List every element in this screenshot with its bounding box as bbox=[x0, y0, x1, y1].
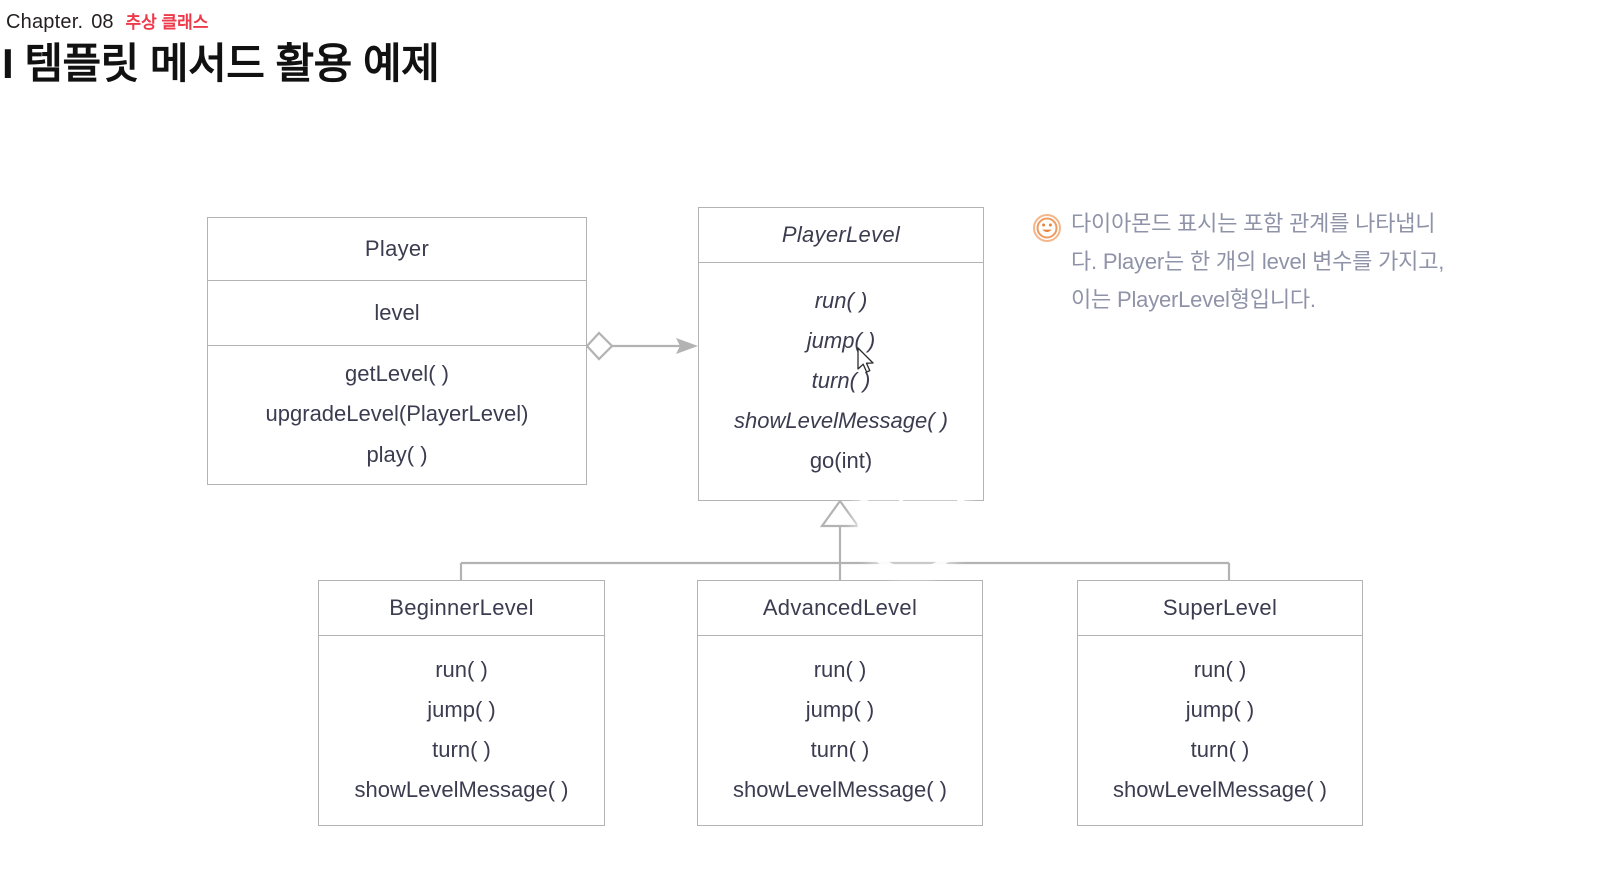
operation-turn: turn( ) bbox=[432, 737, 491, 762]
operation-upgradelevel: upgradeLevel(PlayerLevel) bbox=[265, 401, 529, 427]
class-name-superlevel: SuperLevel bbox=[1078, 581, 1362, 636]
play-button[interactable] bbox=[857, 464, 968, 575]
annotation-note: 다이아몬드 표시는 포함 관계를 나타냅니 다. Player는 한 개의 le… bbox=[1028, 205, 1528, 319]
chapter-topic: 추상 클래스 bbox=[125, 13, 209, 32]
smiley-face-icon bbox=[1033, 214, 1061, 242]
class-name-beginnerlevel: BeginnerLevel bbox=[319, 581, 604, 636]
operation-turn: turn( ) bbox=[810, 737, 870, 762]
uml-class-superlevel[interactable]: SuperLevel run( ) jump( ) turn( ) showLe… bbox=[1077, 580, 1363, 826]
annotation-line-3: 이는 PlayerLevel형입니다. bbox=[1071, 287, 1316, 312]
operation-run: run( ) bbox=[813, 656, 867, 682]
class-operations-player: getLevel( ) upgradeLevel(PlayerLevel) pl… bbox=[208, 346, 586, 483]
operation-showlevelmessage: showLevelMessage( ) bbox=[1113, 777, 1327, 803]
operation-getlevel: getLevel( ) bbox=[345, 361, 449, 387]
operation-showlevelmessage: showLevelMessage( ) bbox=[734, 408, 948, 434]
aggregation-arrowhead bbox=[676, 338, 698, 354]
operation-jump: jump( ) bbox=[427, 696, 496, 722]
annotation-line-2: 다. Player는 한 개의 level 변수를 가지고, bbox=[1071, 249, 1445, 274]
class-operations-advancedlevel: run( ) jump( ) turn( ) showLevelMessage(… bbox=[698, 636, 982, 824]
mouse-cursor bbox=[857, 347, 874, 373]
operation-run: run( ) bbox=[814, 287, 868, 313]
operation-play: play( ) bbox=[366, 441, 428, 467]
class-name-advancedlevel: AdvancedLevel bbox=[698, 581, 982, 636]
operation-jump: jump( ) bbox=[805, 696, 875, 722]
attribute-level: level bbox=[374, 300, 420, 325]
operation-showlevelmessage: showLevelMessage( ) bbox=[354, 777, 569, 803]
uml-class-player[interactable]: Player level getLevel( ) upgradeLevel(Pl… bbox=[207, 217, 587, 485]
operation-turn: turn( ) bbox=[811, 367, 871, 393]
annotation-line-1: 다이아몬드 표시는 포함 관계를 나타냅니 bbox=[1071, 211, 1436, 236]
class-name-player: Player bbox=[208, 218, 586, 281]
class-operations-beginnerlevel: run( ) jump( ) turn( ) showLevelMessage(… bbox=[319, 636, 604, 824]
operation-jump: jump( ) bbox=[806, 327, 876, 353]
operation-go: go(int) bbox=[809, 448, 873, 474]
operation-jump: jump( ) bbox=[1185, 696, 1255, 722]
chapter-line: Chapter. 08 추상 클래스 bbox=[6, 12, 208, 32]
operation-run: run( ) bbox=[435, 656, 488, 682]
uml-class-playerlevel[interactable]: PlayerLevel run( ) jump( ) turn( ) showL… bbox=[698, 207, 984, 501]
page-title: I 템플릿 메서드 활용 예제 bbox=[2, 40, 440, 87]
operation-showlevelmessage: showLevelMessage( ) bbox=[733, 777, 947, 803]
uml-class-beginnerlevel[interactable]: BeginnerLevel run( ) jump( ) turn( ) sho… bbox=[318, 580, 605, 826]
play-triangle-icon bbox=[898, 497, 935, 542]
class-operations-superlevel: run( ) jump( ) turn( ) showLevelMessage(… bbox=[1078, 636, 1362, 824]
class-attributes-player: level bbox=[208, 281, 586, 346]
operation-turn: turn( ) bbox=[1190, 737, 1250, 762]
uml-class-advancedlevel[interactable]: AdvancedLevel run( ) jump( ) turn( ) sho… bbox=[697, 580, 983, 826]
annotation-text: 다이아몬드 표시는 포함 관계를 나타냅니 다. Player는 한 개의 le… bbox=[1028, 205, 1528, 319]
chapter-label: Chapter. bbox=[6, 11, 84, 33]
chapter-number: 08 bbox=[91, 11, 114, 33]
generalization-triangle bbox=[819, 499, 861, 528]
class-operations-playerlevel: run( ) jump( ) turn( ) showLevelMessage(… bbox=[699, 263, 983, 499]
operation-run: run( ) bbox=[1193, 656, 1247, 682]
aggregation-diamond bbox=[585, 331, 614, 361]
class-name-playerlevel: PlayerLevel bbox=[699, 208, 983, 263]
